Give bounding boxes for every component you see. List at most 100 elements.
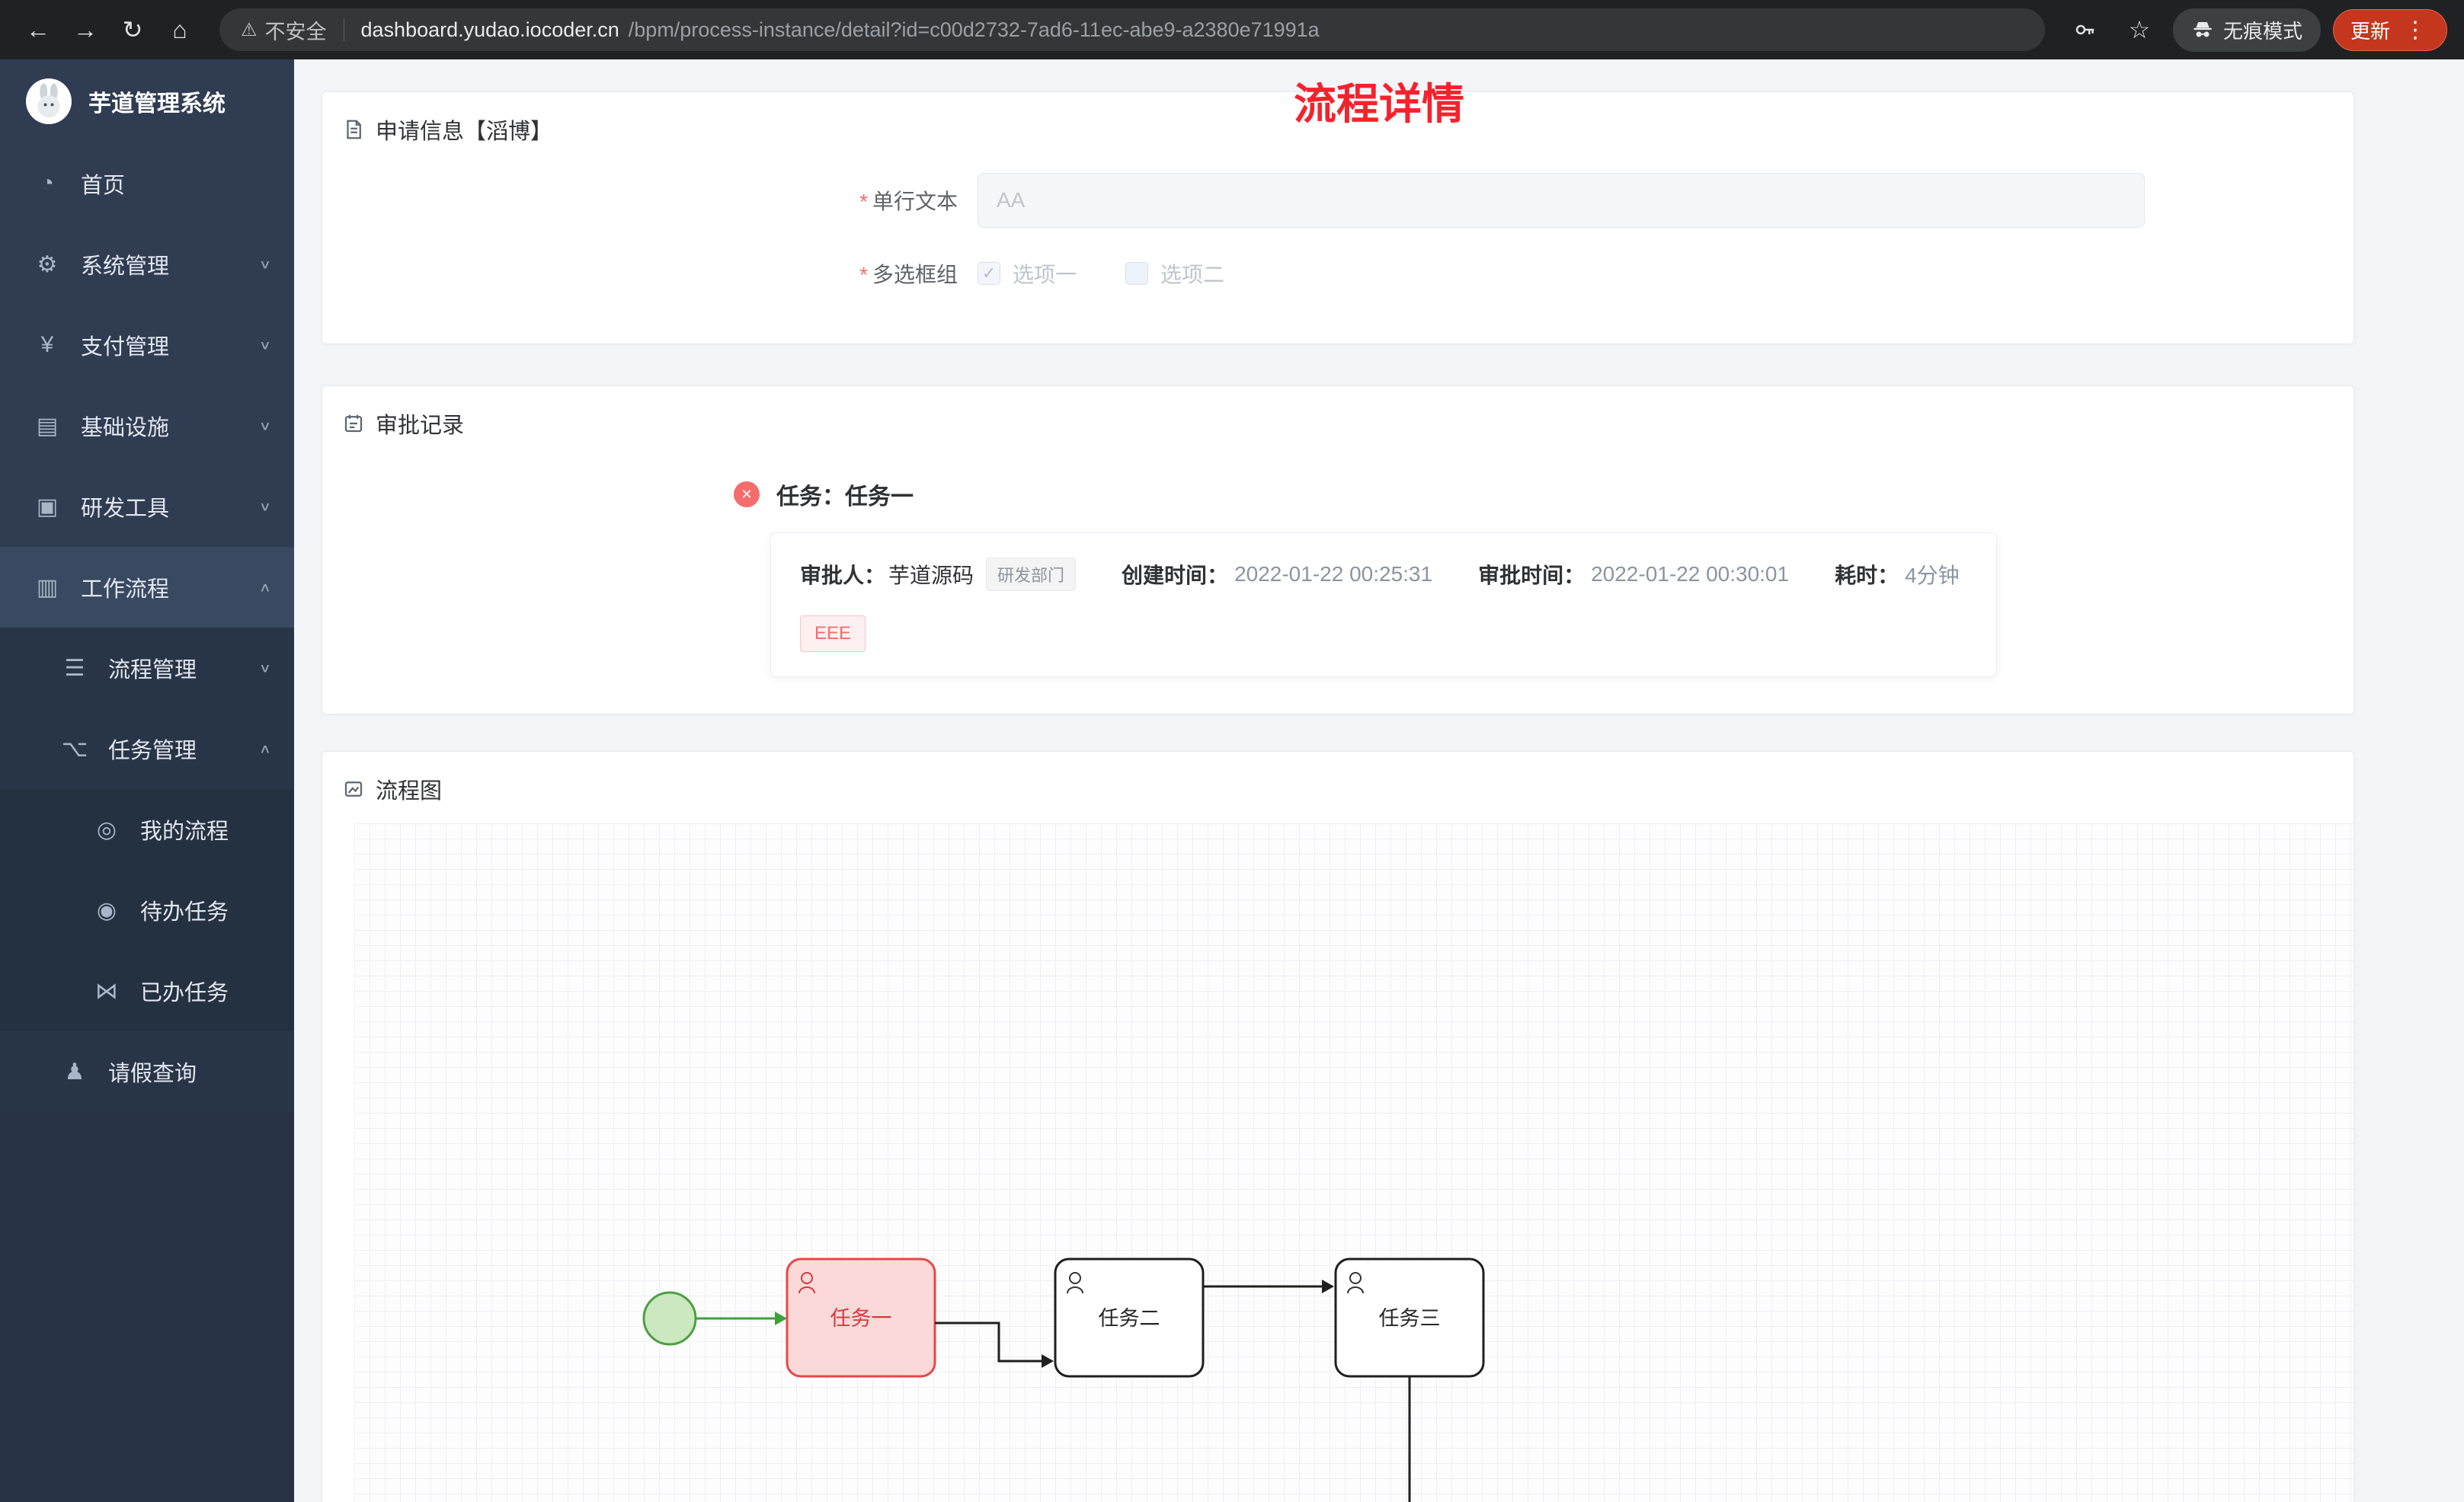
user-task-icon (1067, 1272, 1083, 1294)
checkbox-label: 选项一 (1013, 263, 1077, 286)
sidebar-item-devtools[interactable]: ▣ 研发工具 ∨ (0, 466, 294, 547)
chevron-up-icon: ∧ (258, 741, 271, 756)
diagram-icon (344, 781, 363, 797)
comment-tag: EEE (800, 615, 866, 652)
task-node-1-label: 任务一 (830, 1307, 892, 1330)
key-icon[interactable] (2063, 8, 2106, 51)
sidebar-item-home[interactable]: ◔ 首页 (0, 143, 294, 224)
incognito-label: 无痕模式 (2222, 19, 2302, 43)
department-tag: 研发部门 (986, 558, 1077, 591)
sidebar-item-label: 任务管理 (108, 739, 197, 763)
app-logo-row: 芋道管理系统 (0, 59, 294, 143)
eye-icon: ◉ (96, 897, 117, 923)
sidebar-item-label: 已办任务 (140, 981, 229, 1005)
sidebar-item-my-process[interactable]: ◎ 我的流程 (0, 789, 294, 870)
bpmn-diagram: 任务一 任务二 任务三 (642, 1258, 1485, 1502)
address-bar[interactable]: ⚠ 不安全 dashboard.yudao.iocoder.cn /bpm/pr… (219, 8, 2045, 51)
create-time-label: 创建时间： (1122, 564, 1229, 587)
approver-label: 审批人： (800, 564, 886, 587)
approval-card-header: 审批记录 (322, 386, 2354, 446)
chevron-down-icon: ∨ (258, 337, 271, 352)
required-mark: * (859, 263, 868, 286)
sidebar-item-infrastructure[interactable]: ▤ 基础设施 ∨ (0, 385, 294, 466)
duration-value: 4分钟 (1905, 564, 1960, 587)
security-label: 不安全 (264, 20, 327, 43)
tools-icon: ▣ (36, 494, 59, 519)
checkbox-option-2[interactable]: 选项二 (1125, 258, 1224, 289)
yen-icon: ¥ (40, 332, 54, 357)
update-label: 更新 (2350, 19, 2390, 43)
sidebar-item-todo-tasks[interactable]: ◉ 待办任务 (0, 870, 294, 951)
checkbox-group: ✓ 选项一 选项二 (978, 258, 1273, 289)
page-title: 流程详情 (1294, 80, 1464, 128)
sidebar-item-workflow[interactable]: ▥ 工作流程 ∧ (0, 547, 294, 628)
browser-toolbar: ← → ↻ ⌂ ⚠ 不安全 dashboard.yudao.iocoder.cn… (0, 0, 2464, 59)
back-icon[interactable]: ← (26, 15, 50, 43)
person-icon: ♟ (64, 1059, 85, 1085)
document-icon (347, 120, 361, 139)
single-line-text-input[interactable] (978, 173, 2145, 228)
reload-icon[interactable]: ↻ (122, 16, 143, 43)
sidebar-item-system[interactable]: ⚙ 系统管理 ∨ (0, 224, 294, 305)
approver-name: 芋道源码 (888, 564, 974, 587)
approver-group: 审批人： 芋道源码 研发部门 (800, 558, 1077, 591)
incognito-badge: 无痕模式 (2172, 8, 2321, 52)
sidebar-item-label: 基础设施 (81, 416, 170, 440)
sidebar-item-label: 我的流程 (140, 820, 229, 844)
toolbar-right: ☆ 无痕模式 更新 ⋮ (2063, 8, 2447, 52)
start-event-node[interactable] (642, 1291, 697, 1346)
task-node-2[interactable] (1054, 1258, 1205, 1378)
sidebar-item-label: 系统管理 (81, 254, 170, 279)
chevron-down-icon: ∨ (258, 257, 271, 271)
approval-meta-line: 审批人： 芋道源码 研发部门 创建时间： 2022-01-22 00:25:31… (800, 558, 1967, 591)
task-node-1[interactable] (786, 1258, 936, 1378)
sidebar-item-label: 流程管理 (108, 658, 197, 682)
user-task-icon (1347, 1272, 1364, 1294)
flow-task1-to-task2 (935, 1321, 1042, 1363)
form-row-checkbox: *多选框组 ✓ 选项一 选项二 (779, 258, 2354, 289)
home-icon[interactable]: ⌂ (172, 15, 187, 43)
my-process-icon: ◎ (96, 817, 117, 842)
bookmark-star-icon[interactable]: ☆ (2128, 16, 2151, 43)
browser-menu-icon[interactable]: ⋮ (2404, 17, 2427, 43)
sidebar-item-process-management[interactable]: ☰ 流程管理 ∨ (0, 628, 294, 708)
records-icon (344, 414, 363, 433)
apply-info-card: 申请信息【滔博】 *单行文本 *多选框组 ✓ 选项一 选项二 (322, 91, 2354, 344)
rejected-status-icon: ✕ (734, 481, 760, 507)
diagram-card-title: 流程图 (376, 779, 443, 804)
checkbox-option-1[interactable]: ✓ 选项一 (978, 258, 1077, 289)
chevron-up-icon: ∧ (258, 580, 271, 594)
infrastructure-icon: ▤ (36, 413, 59, 439)
approve-time-label: 审批时间： (1478, 564, 1586, 587)
chevron-down-icon: ∨ (258, 418, 271, 433)
url-path: /bpm/process-instance/detail?id=c00d2732… (628, 18, 1320, 41)
field-label: *多选框组 (859, 263, 958, 286)
branch-icon: ⌥ (61, 736, 88, 762)
checkbox-unchecked-icon (1125, 262, 1149, 285)
sidebar-item-task-management[interactable]: ⌥ 任务管理 ∧ (0, 708, 294, 789)
sidebar-item-leave-query[interactable]: ♟ 请假查询 (0, 1031, 294, 1112)
approval-detail-box: 审批人： 芋道源码 研发部门 创建时间： 2022-01-22 00:25:31… (770, 532, 1997, 677)
bpmn-canvas[interactable]: 任务一 任务二 任务三 (354, 823, 2354, 1502)
sidebar-item-label: 请假查询 (108, 1062, 197, 1086)
app-logo (26, 78, 72, 124)
app-title: 芋道管理系统 (88, 91, 226, 117)
flow-arrowhead (1322, 1280, 1334, 1293)
process-diagram-card: 流程图 任务一 (322, 751, 2354, 1502)
sidebar-item-payment[interactable]: ¥ 支付管理 ∨ (0, 305, 294, 385)
sidebar-item-label: 研发工具 (81, 497, 170, 521)
user-task-icon (798, 1272, 815, 1294)
diagram-card-header: 流程图 (322, 752, 2354, 811)
update-button[interactable]: 更新 ⋮ (2332, 8, 2447, 51)
task-node-3-label: 任务三 (1379, 1307, 1441, 1330)
forward-icon[interactable]: → (73, 15, 98, 43)
approve-time-value: 2022-01-22 00:30:01 (1591, 562, 1790, 586)
form-row-text: *单行文本 (779, 173, 2354, 228)
duration-group: 耗时： 4分钟 (1835, 559, 1960, 590)
flow-arrowhead (1042, 1354, 1054, 1368)
sidebar-item-done-tasks[interactable]: ⋈ 已办任务 (0, 951, 294, 1031)
sidebar-filler (0, 1112, 294, 1502)
required-mark: * (859, 190, 868, 213)
security-status[interactable]: ⚠ 不安全 (241, 15, 327, 45)
checkbox-label: 选项二 (1160, 263, 1225, 286)
